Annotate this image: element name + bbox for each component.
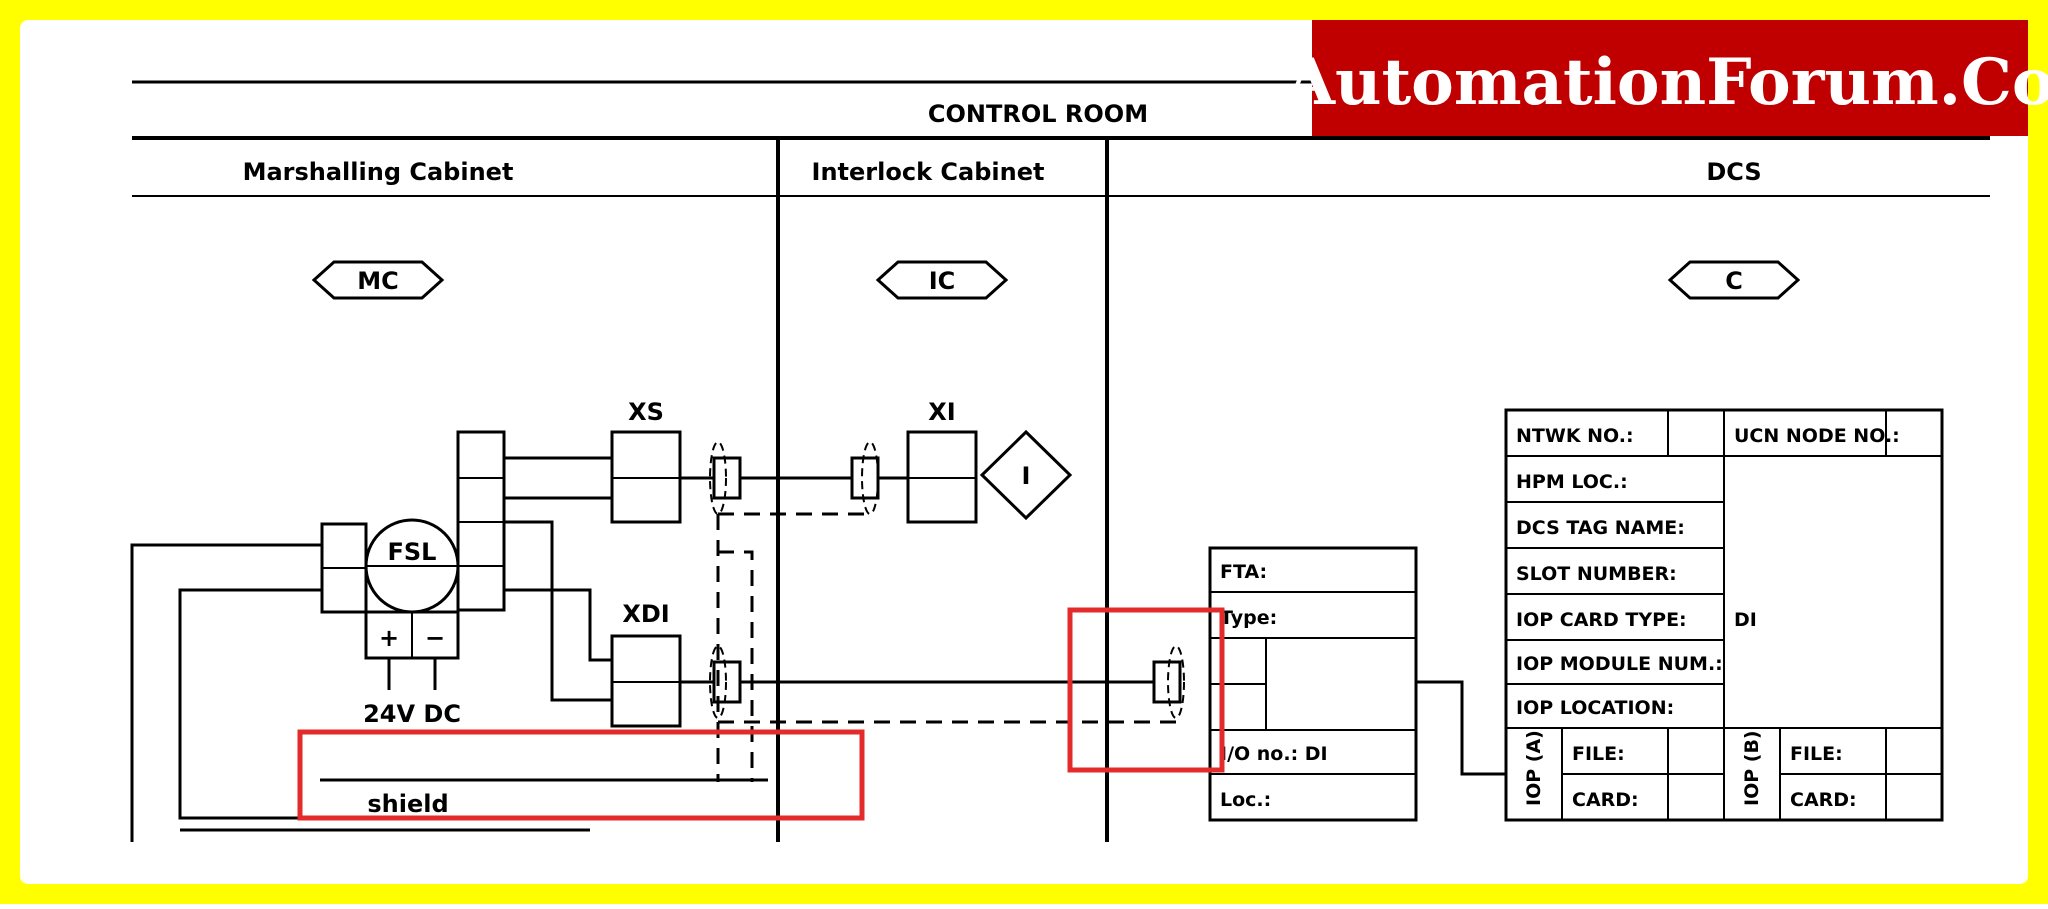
- fta-field: FTA:: [1220, 561, 1267, 583]
- xdi-input-wire-2: [504, 520, 612, 702]
- xi-label: XI: [928, 398, 955, 426]
- slot-number-field: SLOT NUMBER:: [1516, 563, 1677, 585]
- fta-shield-ellipse: [1167, 645, 1185, 719]
- shield-highlight-box: [297, 729, 865, 821]
- lamp-label: I: [1022, 462, 1031, 490]
- minus-sign: −: [425, 624, 445, 652]
- shield-label: shield: [367, 790, 448, 818]
- dcs-label: DCS: [1706, 158, 1761, 186]
- fta-io-field: I/O no.: DI: [1220, 743, 1328, 765]
- ucn-field: UCN NODE NO.:: [1734, 425, 1900, 447]
- mc-tag-hexagon: [311, 260, 445, 300]
- iop-a-label: IOP (A): [1523, 730, 1545, 806]
- iop-b-label: IOP (B): [1741, 730, 1763, 806]
- xi-cable-gland: [850, 456, 880, 500]
- xs-shield-ellipse: [709, 441, 727, 515]
- xs-label: XS: [628, 398, 664, 426]
- iop-b-card: CARD:: [1790, 789, 1857, 811]
- fta-to-iop-wire: [1416, 680, 1506, 776]
- dcs-tag-name-field: DCS TAG NAME:: [1516, 517, 1685, 539]
- fta-loc-field: Loc.:: [1220, 789, 1271, 811]
- watermark-banner: [1312, 20, 2028, 136]
- ic-tag-hexagon: [875, 260, 1009, 300]
- fta-type-field: Type:: [1220, 607, 1277, 629]
- hpm-loc-field: HPM LOC.:: [1516, 471, 1628, 493]
- iop-module-field: IOP MODULE NUM.:: [1516, 653, 1723, 675]
- xdi-input-wire: [504, 588, 612, 662]
- ic-tag-label: IC: [929, 267, 956, 295]
- iop-a-card: CARD:: [1572, 789, 1639, 811]
- watermark-text: AutomationForum.Co: [1284, 45, 2048, 120]
- fta-cable-gland: [1152, 660, 1182, 704]
- shield-drain-xs-2: [718, 550, 754, 782]
- supply-label: 24V DC: [363, 700, 461, 728]
- fta-gland-highlight-box: [1067, 607, 1225, 773]
- xdi-label: XDI: [622, 600, 669, 628]
- dcs-tag-hexagon: [1667, 260, 1801, 300]
- iop-b-file: FILE:: [1790, 743, 1843, 765]
- ntwk-field: NTWK NO.:: [1516, 425, 1634, 447]
- iop-card-type-value: DI: [1734, 609, 1757, 631]
- lamp-diamond: [979, 429, 1073, 521]
- control-room-title: CONTROL ROOM: [928, 100, 1148, 128]
- fsl-label: FSL: [388, 538, 437, 566]
- field-wire-outer: [130, 543, 322, 842]
- iop-card-type-field: IOP CARD TYPE:: [1516, 609, 1687, 631]
- marshalling-cabinet-label: Marshalling Cabinet: [243, 158, 514, 186]
- iop-a-file: FILE:: [1572, 743, 1625, 765]
- dcs-tag-label: C: [1725, 267, 1743, 295]
- interlock-cabinet-label: Interlock Cabinet: [812, 158, 1045, 186]
- mc-tag-label: MC: [357, 267, 399, 295]
- plus-sign: +: [379, 624, 399, 652]
- xdi-shield-ellipse: [709, 645, 727, 719]
- iop-location-field: IOP LOCATION:: [1516, 697, 1674, 719]
